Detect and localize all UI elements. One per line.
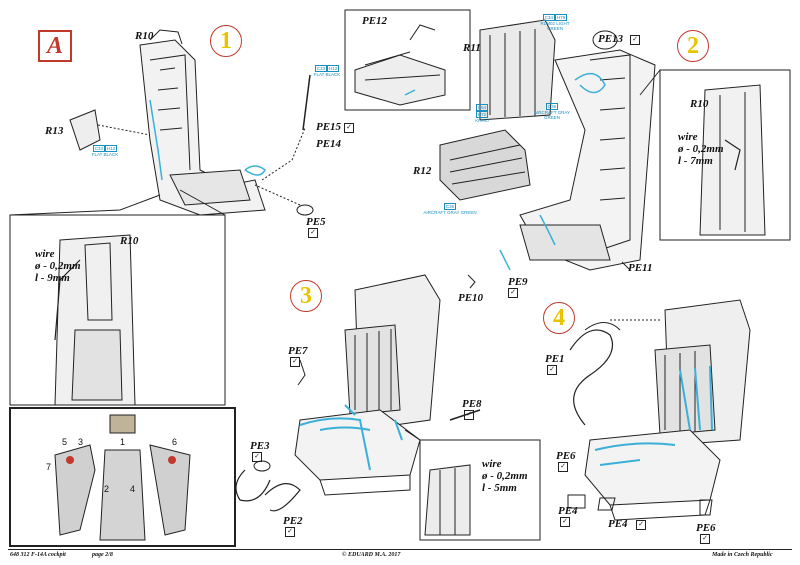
- label-pe4-second: PE4: [608, 518, 628, 530]
- inset-number-6: 6: [172, 437, 178, 447]
- detail-seat-back: [54, 234, 136, 406]
- inset-number-3: 3: [78, 437, 84, 447]
- footer-origin: Made in Czech Republic: [712, 552, 773, 558]
- blue-highlight-2: [404, 72, 606, 271]
- label-r11: R11: [463, 42, 481, 54]
- label-pe15: PE15: [316, 121, 342, 133]
- check-pe4: ✓: [560, 517, 570, 527]
- inset-parts: [54, 414, 191, 541]
- check-pe5: ✓: [308, 228, 318, 238]
- check-pe13: ✓: [630, 35, 640, 45]
- check-pe8: ✓: [464, 410, 474, 420]
- detail-headrest: [699, 84, 766, 236]
- detail-cable: [424, 464, 471, 536]
- seat-step4-drawing: [567, 299, 751, 521]
- wire-note-2: wire ø - 0,2mm l - 7mm: [678, 131, 724, 167]
- check-pe9: ✓: [508, 288, 518, 298]
- paint-aircraft-gray-green-1: C36 AIRCRAFT GRAY GREEN: [533, 103, 571, 120]
- label-pe13: PE13: [598, 33, 624, 45]
- step-2-marker: 2: [677, 30, 709, 62]
- label-pe1: PE1: [545, 353, 565, 365]
- seat-step3-drawing: [235, 274, 481, 512]
- check-pe6: ✓: [558, 462, 568, 472]
- label-pe6-second: PE6: [696, 522, 716, 534]
- step-1-marker: 1: [210, 25, 242, 57]
- step-3-marker: 3: [290, 280, 322, 312]
- check-pe4-second: ✓: [636, 520, 646, 530]
- paint-aircraft-gray-green-2: C36 AIRCRAFT GRAY GREEN: [423, 203, 477, 215]
- blue-highlight-1: [149, 99, 266, 181]
- label-pe8: PE8: [462, 398, 482, 410]
- seat-step1-drawing: [69, 29, 314, 216]
- label-pe4: PE4: [558, 505, 578, 517]
- label-r13: R13: [45, 125, 64, 137]
- label-pe6: PE6: [556, 450, 576, 462]
- label-r12: R12: [413, 165, 432, 177]
- check-pe3: ✓: [252, 452, 262, 462]
- label-pe3: PE3: [250, 440, 270, 452]
- label-pe7: PE7: [288, 345, 308, 357]
- label-pe2: PE2: [283, 515, 303, 527]
- inset-number-2: 2: [104, 484, 110, 494]
- inset-number-4: 4: [130, 484, 136, 494]
- label-r10-detail: R10: [120, 235, 139, 247]
- label-r10: R10: [135, 30, 154, 42]
- inset-number-1: 1: [120, 437, 126, 447]
- footer-rule: [8, 549, 792, 550]
- wire-note-1: wire ø - 0,2mm l - 9mm: [35, 248, 81, 284]
- check-pe15: ✓: [344, 123, 354, 133]
- label-pe5: PE5: [306, 216, 326, 228]
- inset-number-7: 7: [46, 462, 52, 472]
- seat-step2-drawing: [439, 19, 656, 289]
- check-pe2: ✓: [285, 527, 295, 537]
- label-r10-detail2: R10: [690, 98, 709, 110]
- footer-copyright: © EDUARD M.A. 2017: [342, 552, 401, 558]
- step-4-marker: 4: [543, 302, 575, 334]
- label-pe9: PE9: [508, 276, 528, 288]
- label-pe14: PE14: [316, 138, 342, 150]
- check-pe1: ✓: [547, 365, 557, 375]
- label-pe12: PE12: [362, 15, 388, 27]
- check-pe7: ✓: [290, 357, 300, 367]
- inset-number-5: 5: [62, 437, 68, 447]
- paint-khaki: C54H72 KHAKI: [475, 104, 489, 123]
- footer-kit-number: 648 312 F-14A cockpit: [10, 552, 66, 558]
- label-pe10: PE10: [458, 292, 484, 304]
- wire-note-3: wire ø - 0,2mm l - 5mm: [482, 458, 528, 494]
- sheet-badge: A: [38, 30, 72, 62]
- footer-page: page 2/8: [92, 552, 113, 558]
- label-pe11: PE11: [628, 262, 653, 274]
- blue-highlight-4: [594, 365, 713, 466]
- check-pe6-second: ✓: [700, 534, 710, 544]
- blue-highlight-3: [299, 404, 403, 471]
